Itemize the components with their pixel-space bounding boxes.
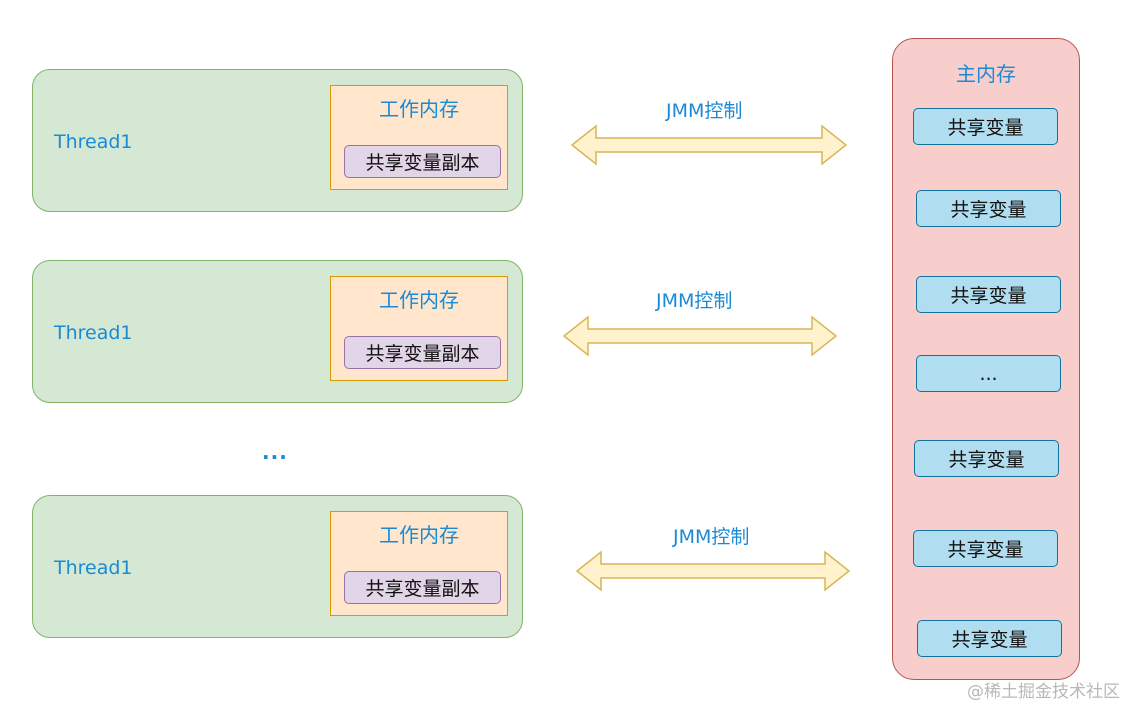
shared-variable-copy: 共享变量副本: [344, 145, 501, 178]
jmm-control-label: JMM控制: [656, 290, 733, 312]
shared-variable-box: 共享变量: [916, 276, 1061, 313]
bidirectional-arrow-2: [562, 315, 838, 357]
thread-box-3: Thread1 工作内存 共享变量副本: [32, 495, 523, 638]
main-memory-box: 主内存 共享变量 共享变量 共享变量 ... 共享变量 共享变量 共享变量: [892, 38, 1080, 680]
thread-label: Thread1: [54, 322, 133, 344]
shared-variable-box: 共享变量: [913, 108, 1058, 145]
bidirectional-arrow-1: [570, 124, 848, 166]
thread-box-2: Thread1 工作内存 共享变量副本: [32, 260, 523, 403]
shared-variable-box: 共享变量: [917, 620, 1062, 657]
bidirectional-arrow-3: [575, 550, 851, 592]
thread-ellipsis: ...: [262, 440, 288, 464]
shared-variable-copy: 共享变量副本: [344, 336, 501, 369]
shared-variable-ellipsis-box: ...: [916, 355, 1061, 392]
working-memory-box: 工作内存 共享变量副本: [330, 85, 508, 190]
working-memory-title: 工作内存: [379, 288, 459, 312]
jmm-control-label: JMM控制: [666, 100, 743, 122]
shared-variable-box: 共享变量: [916, 190, 1061, 227]
thread-label: Thread1: [54, 131, 133, 153]
shared-variable-box: 共享变量: [914, 440, 1059, 477]
working-memory-box: 工作内存 共享变量副本: [330, 511, 508, 616]
jmm-control-label: JMM控制: [673, 526, 750, 548]
working-memory-title: 工作内存: [379, 97, 459, 121]
watermark: @稀土掘金技术社区: [967, 682, 1120, 702]
shared-variable-box: 共享变量: [913, 530, 1058, 567]
thread-box-1: Thread1 工作内存 共享变量副本: [32, 69, 523, 212]
shared-variable-copy: 共享变量副本: [344, 571, 501, 604]
main-memory-title: 主内存: [956, 62, 1016, 86]
thread-label: Thread1: [54, 557, 133, 579]
working-memory-box: 工作内存 共享变量副本: [330, 276, 508, 381]
working-memory-title: 工作内存: [379, 523, 459, 547]
